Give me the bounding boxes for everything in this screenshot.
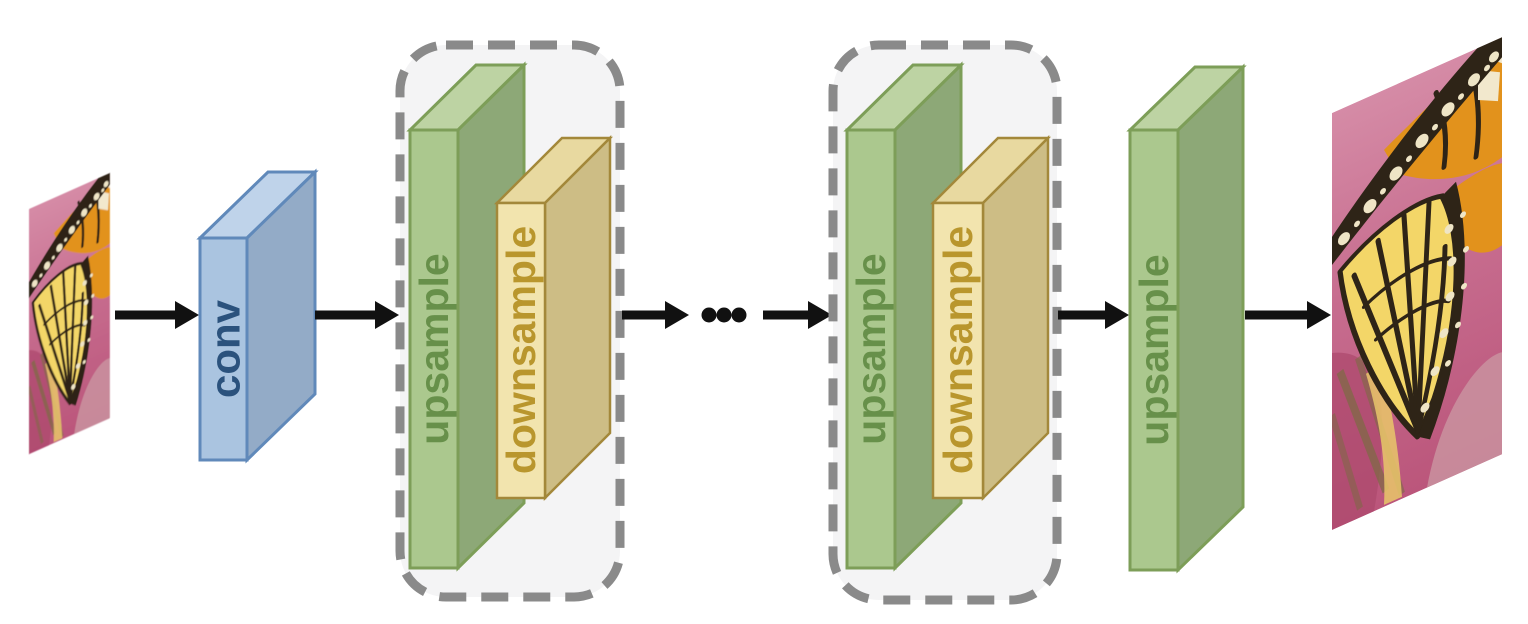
upsample-label-1: upsample xyxy=(411,253,457,444)
conv-front-face xyxy=(198,236,249,462)
stage-box-1: upsample downsample xyxy=(395,40,625,602)
input-image-low-res xyxy=(29,168,110,454)
flow-arrow-2 xyxy=(315,301,399,329)
conv-label: conv xyxy=(202,299,249,398)
downsample-block-2: downsample xyxy=(929,134,1052,502)
downsample-block-1: downsample xyxy=(493,134,614,502)
flow-arrow-3 xyxy=(622,301,689,329)
output-image-high-res xyxy=(1332,29,1502,530)
downsample-1-front-face xyxy=(495,201,547,500)
final-upsample-label: upsample xyxy=(1131,254,1177,445)
flow-arrow-5 xyxy=(1058,301,1129,329)
downsample-label-1: downsample xyxy=(498,226,544,474)
stage-box-2: upsample downsample xyxy=(828,40,1062,605)
downsample-label-2: downsample xyxy=(935,226,981,474)
upsample-1-front-face xyxy=(408,128,460,570)
final-upsample-block: upsample xyxy=(1126,63,1247,574)
upsample-2-front-face xyxy=(845,128,897,570)
downsample-2-front-face xyxy=(931,201,985,500)
upsample-label-2: upsample xyxy=(848,253,894,444)
flow-arrow-1 xyxy=(115,301,199,329)
flow-arrow-4 xyxy=(763,301,832,329)
final-upsample-front-face xyxy=(1128,128,1180,572)
downsample-1-side-face xyxy=(543,134,612,502)
ellipsis-icon xyxy=(701,307,747,323)
flow-arrow-6 xyxy=(1245,301,1331,329)
final-upsample-side-face xyxy=(1176,63,1245,574)
downsample-2-side-face xyxy=(981,134,1050,502)
conv-block: conv xyxy=(196,168,319,464)
